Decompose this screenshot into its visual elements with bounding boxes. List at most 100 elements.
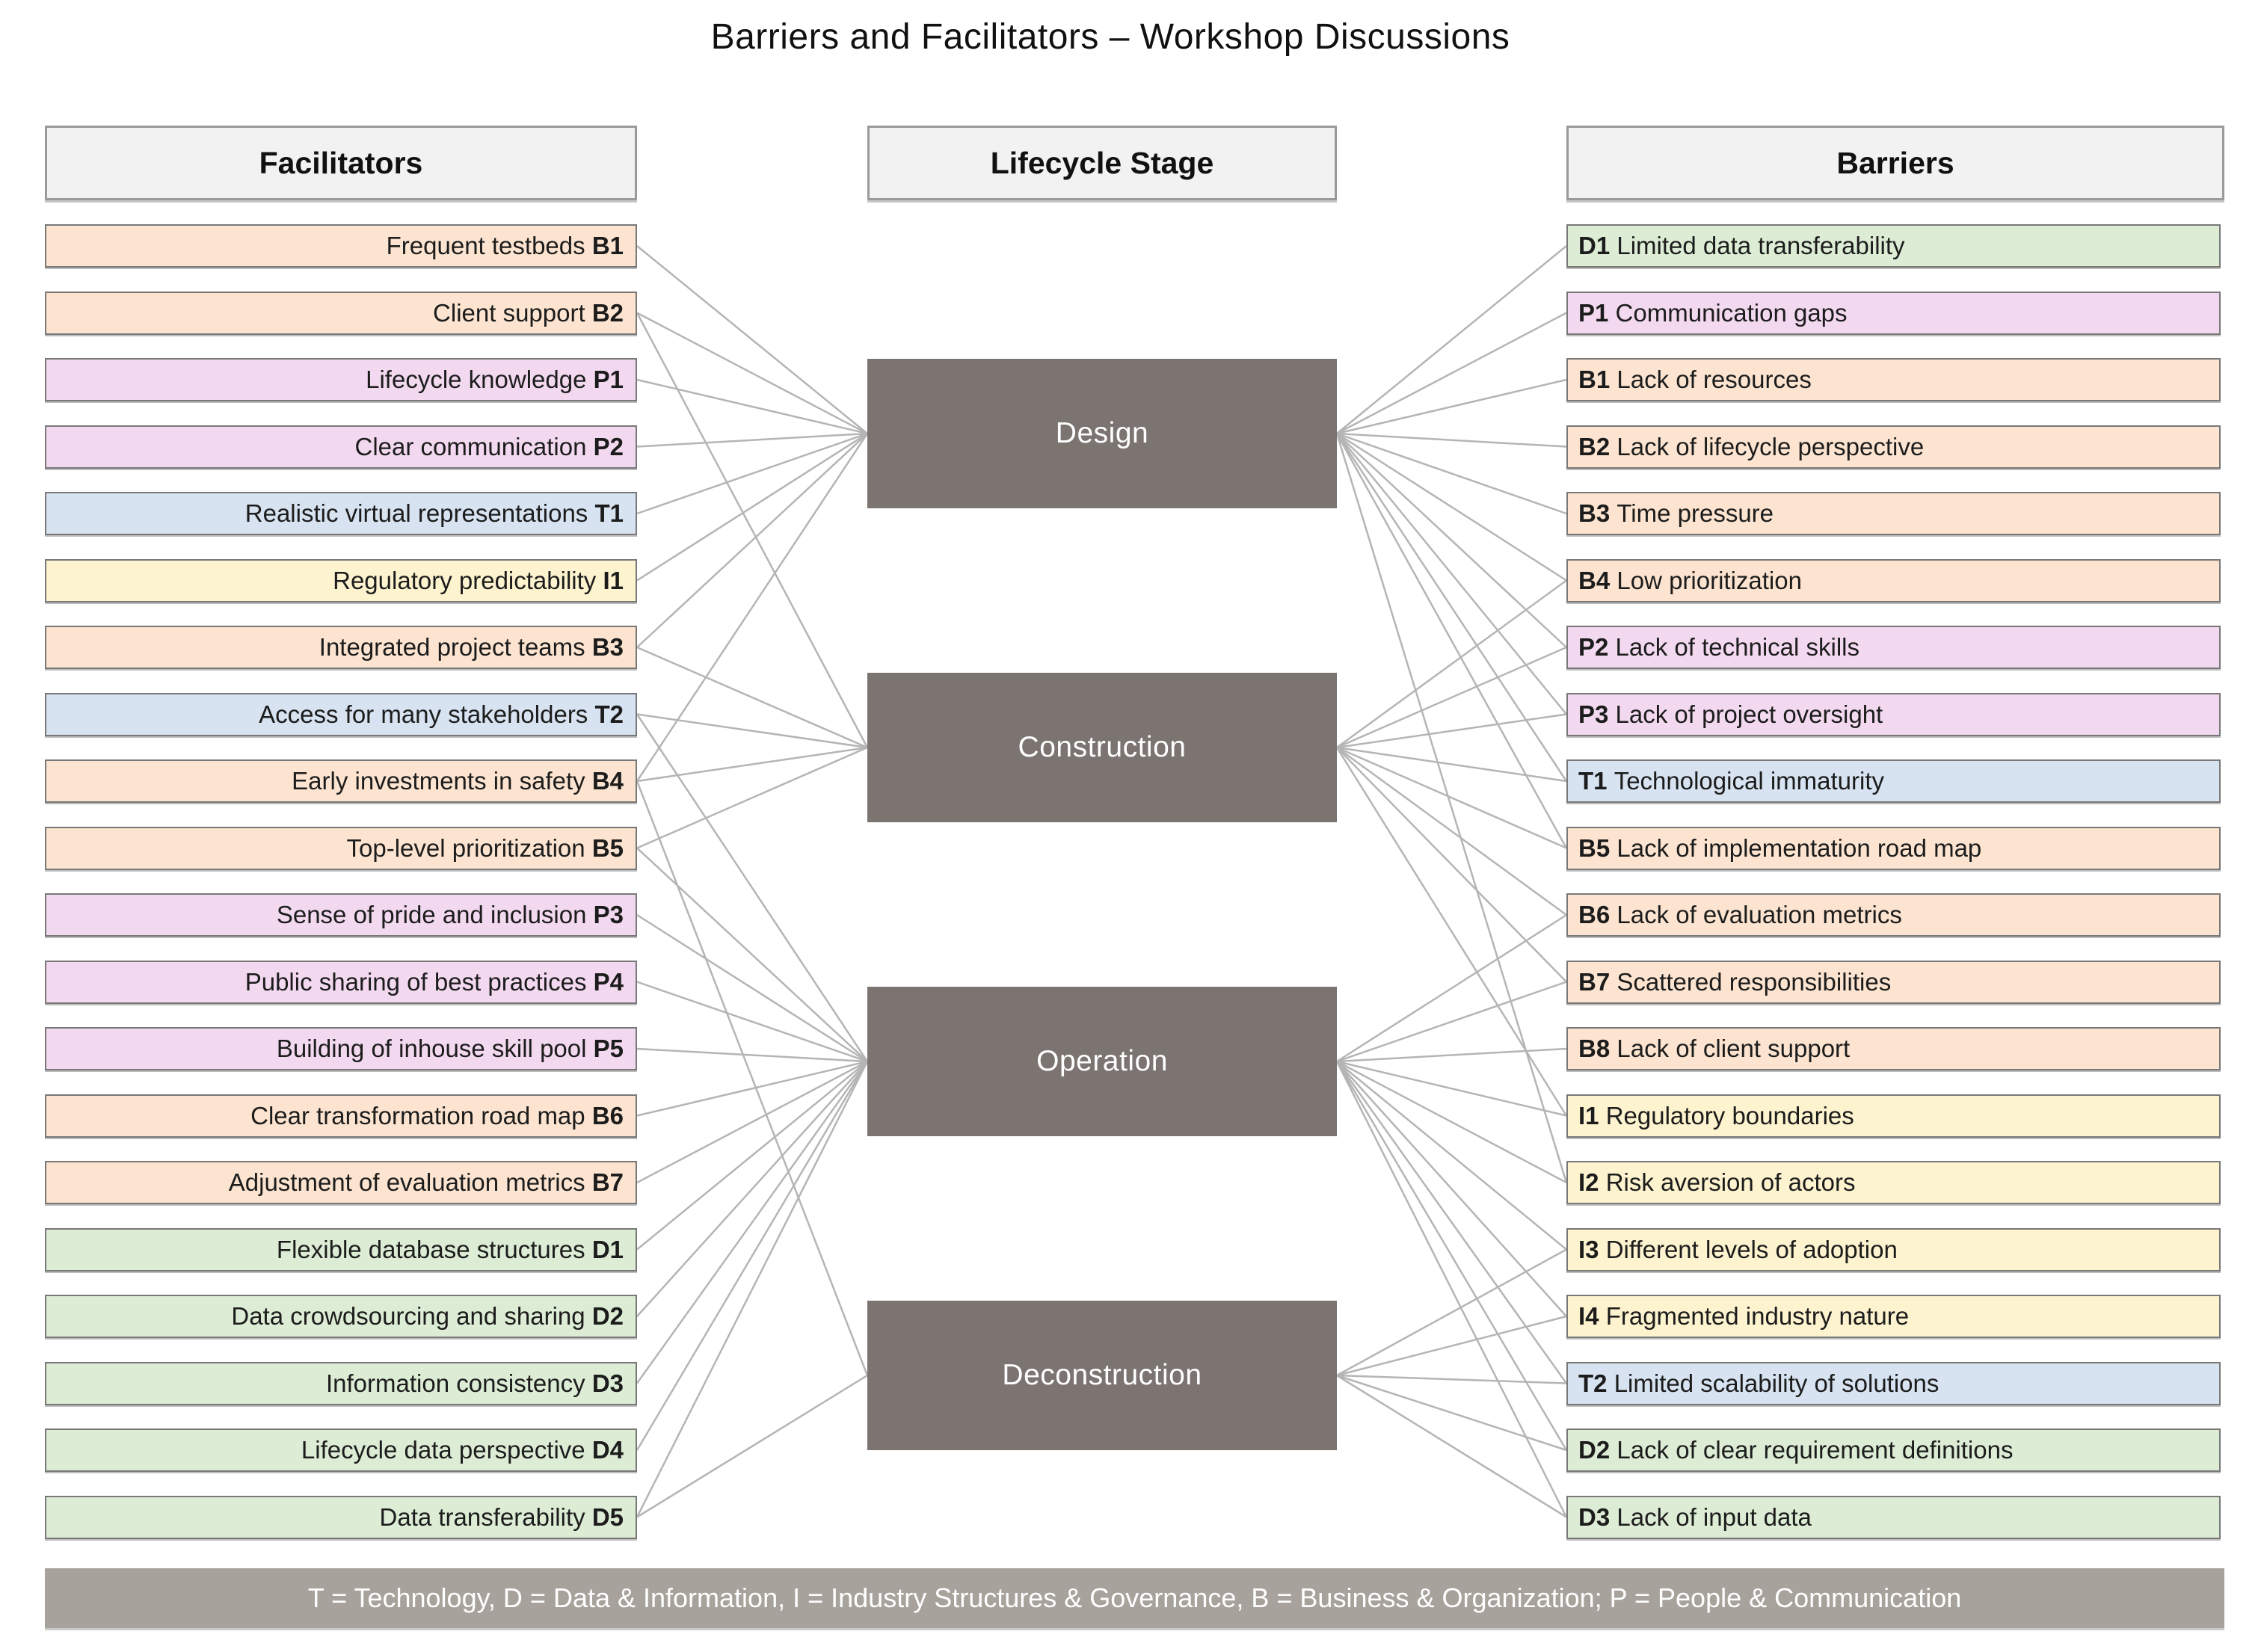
facilitator-box-B1: Frequent testbeds B1 [45, 224, 637, 268]
facilitator-code: B4 [591, 767, 624, 795]
facilitator-code: P5 [593, 1035, 624, 1062]
facilitator-box-B3: Integrated project teams B3 [45, 626, 637, 669]
barrier-label: Lack of lifecycle perspective [1617, 432, 1925, 460]
barrier-box-I1: I1 Regulatory boundaries [1566, 1094, 2221, 1138]
facilitator-code: D4 [591, 1436, 624, 1464]
facilitator-box-P1: Lifecycle knowledge P1 [45, 358, 637, 401]
stage-box-design: Design [867, 359, 1337, 508]
connector-line [636, 245, 868, 434]
barrier-box-P3: P3 Lack of project oversight [1566, 692, 2221, 736]
barrier-code: B7 [1578, 967, 1617, 996]
connector-line [636, 847, 868, 1062]
facilitator-box-D4: Lifecycle data perspective D4 [45, 1428, 637, 1472]
facilitator-label: Public sharing of best practices [244, 967, 594, 996]
connector-line [636, 1061, 869, 1451]
connector-line [636, 1047, 868, 1063]
barrier-label: Lack of implementation road map [1617, 833, 1982, 862]
barrier-label: Lack of project oversight [1615, 700, 1883, 728]
connector-line [1336, 433, 1567, 715]
barrier-label: Lack of technical skills [1615, 633, 1860, 661]
facilitator-label: Access for many stakeholders [259, 700, 595, 728]
barrier-label: Risk aversion of actors [1605, 1168, 1856, 1196]
barrier-label: Lack of resources [1617, 366, 1812, 393]
connector-line [1336, 981, 1567, 1063]
connector-line [1336, 1315, 1567, 1377]
barrier-box-B7: B7 Scattered responsibilities [1566, 960, 2221, 1004]
facilitator-code: T1 [594, 499, 624, 527]
barrier-label: Low prioritization [1617, 566, 1802, 594]
barrier-label: Limited scalability of solutions [1614, 1369, 1940, 1397]
facilitator-box-I1: Regulatory predictability I1 [45, 558, 637, 602]
facilitator-box-D5: Data transferability D5 [45, 1495, 637, 1539]
facilitator-label: Lifecycle data perspective [301, 1436, 592, 1464]
barrier-code: P3 [1578, 700, 1616, 728]
connector-line [1335, 433, 1568, 1183]
barrier-code: B1 [1578, 366, 1617, 393]
facilitator-box-D1: Flexible database structures D1 [45, 1227, 637, 1272]
barrier-code: T1 [1578, 767, 1614, 795]
facilitator-box-P4: Public sharing of best practices P4 [45, 960, 637, 1004]
facilitator-code: T2 [594, 700, 624, 728]
facilitator-label: Early investments in safety [292, 767, 592, 795]
barrier-box-T1: T1 Technological immaturity [1566, 759, 2221, 803]
facilitator-box-P5: Building of inhouse skill pool P5 [45, 1027, 637, 1070]
barrier-label: Regulatory boundaries [1605, 1101, 1854, 1129]
barrier-code: I4 [1578, 1302, 1606, 1330]
barrier-box-I2: I2 Risk aversion of actors [1566, 1161, 2221, 1204]
facilitator-label: Flexible database structures [276, 1235, 592, 1263]
connector-line [1335, 1061, 1568, 1451]
barrier-label: Fragmented industry nature [1605, 1302, 1910, 1330]
barrier-label: Lack of input data [1617, 1502, 1812, 1531]
facilitator-label: Realistic virtual representations [244, 499, 595, 527]
facilitator-label: Data transferability [379, 1502, 592, 1531]
connector-line [1336, 432, 1567, 448]
connector-line [1335, 433, 1568, 782]
barrier-box-B2: B2 Lack of lifecycle perspective [1566, 425, 2221, 469]
facilitator-code: P4 [593, 967, 624, 996]
facilitators-column-header: Facilitators [45, 126, 637, 200]
barrier-label: Lack of client support [1617, 1035, 1851, 1062]
facilitator-code: B3 [591, 633, 624, 661]
facilitator-box-D3: Information consistency D3 [45, 1361, 637, 1405]
connector-line [1336, 646, 1567, 749]
barrier-box-B1: B1 Lack of resources [1566, 358, 2221, 401]
connector-line [636, 1060, 868, 1184]
facilitator-code: D2 [591, 1302, 624, 1330]
barrier-code: P2 [1578, 633, 1616, 661]
connector-line [1335, 433, 1568, 849]
connector-line [636, 1061, 869, 1518]
connector-line [636, 433, 869, 782]
facilitator-code: P3 [593, 901, 624, 928]
connector-line [1336, 1060, 1567, 1184]
connector-line [636, 312, 869, 748]
barrier-code: B5 [1578, 833, 1617, 862]
facilitator-code: P2 [593, 432, 624, 460]
connector-line [1336, 1047, 1567, 1063]
barrier-code: D1 [1578, 232, 1617, 259]
facilitator-label: Lifecycle knowledge [366, 366, 594, 393]
facilitator-code: I1 [603, 566, 624, 594]
connector-line [1336, 713, 1567, 749]
barrier-box-B6: B6 Lack of evaluation metrics [1566, 893, 2221, 937]
barriers-column-header: Barriers [1566, 126, 2224, 200]
barrier-box-I4: I4 Fragmented industry nature [1566, 1295, 2221, 1338]
facilitator-box-B5: Top-level prioritization B5 [45, 826, 637, 870]
connector-line [1336, 1061, 1567, 1251]
connector-line [636, 1061, 868, 1317]
facilitator-label: Adjustment of evaluation metrics [228, 1168, 592, 1196]
connector-line [1336, 245, 1567, 434]
facilitator-box-B4: Early investments in safety B4 [45, 759, 637, 803]
facilitator-box-T1: Realistic virtual representations T1 [45, 492, 637, 535]
facilitator-code: B1 [591, 232, 624, 259]
barrier-code: B3 [1578, 499, 1617, 527]
facilitator-label: Integrated project teams [319, 633, 592, 661]
stage-box-deconstruction: Deconstruction [867, 1301, 1337, 1450]
connector-line [1336, 1060, 1567, 1117]
stage-box-operation: Operation [867, 987, 1337, 1136]
facilitator-label: Client support [433, 298, 592, 327]
barrier-code: D2 [1578, 1436, 1617, 1464]
connector-line [636, 1374, 868, 1518]
stage-box-construction: Construction [867, 673, 1337, 822]
facilitator-label: Frequent testbeds [386, 232, 592, 259]
